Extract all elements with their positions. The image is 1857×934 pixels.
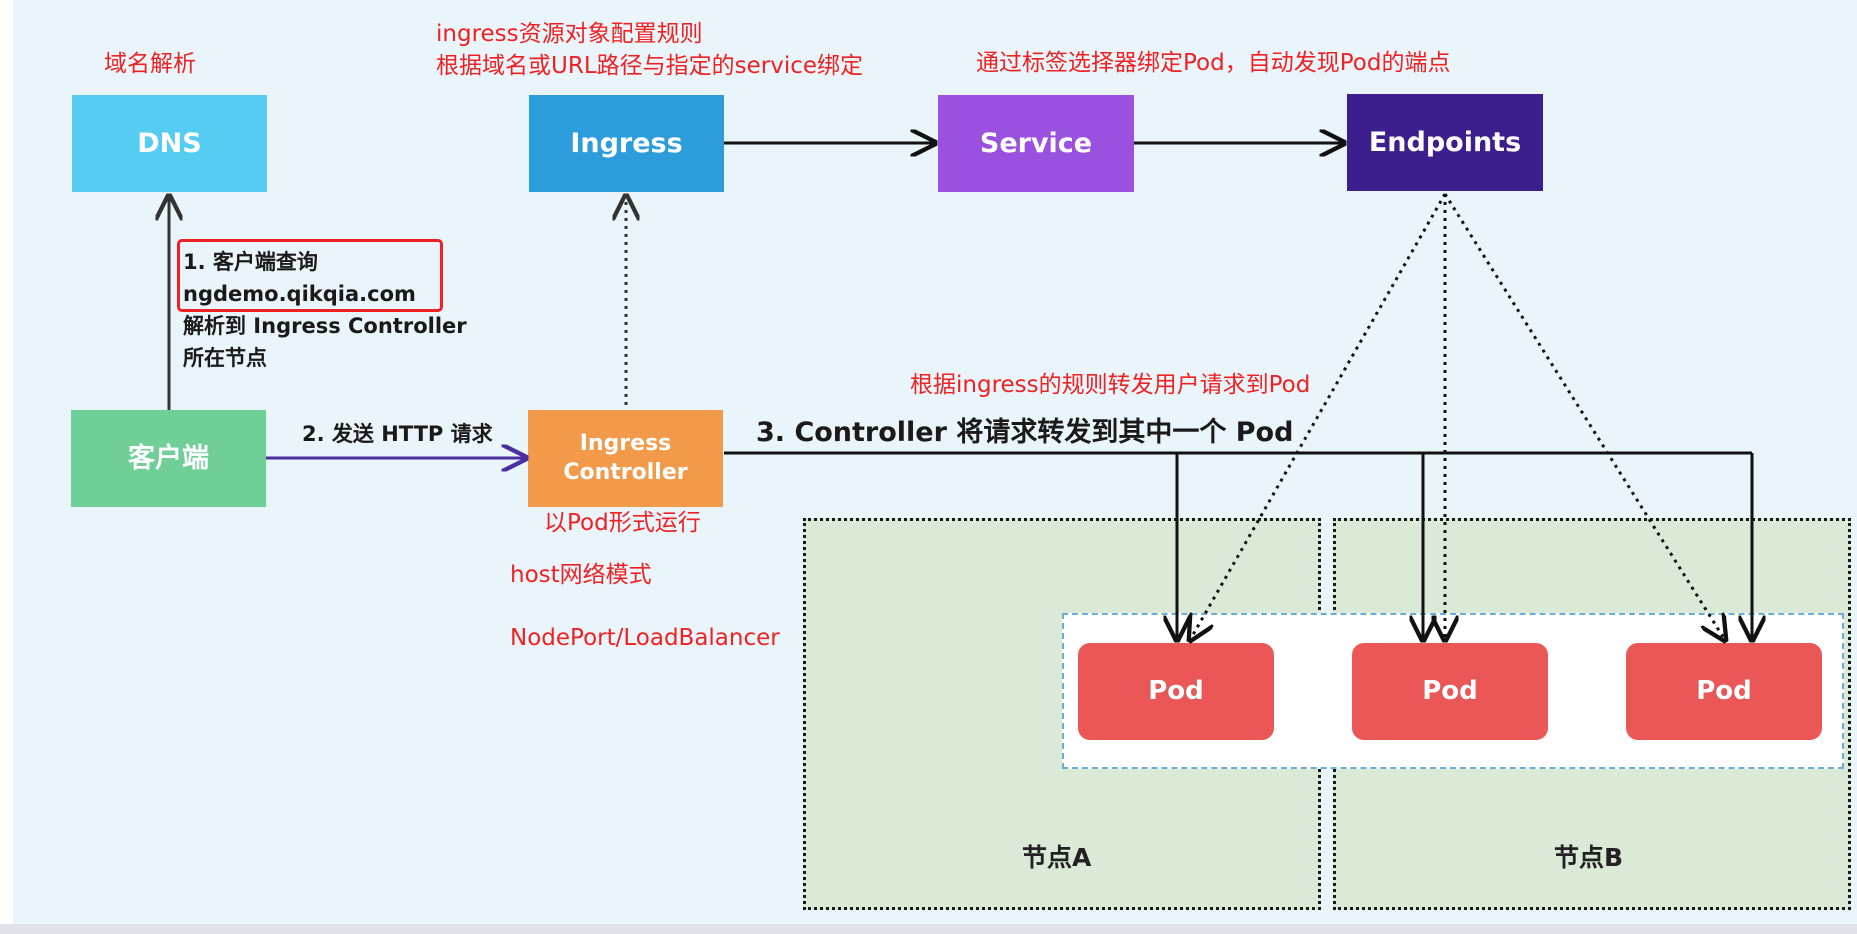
service-annotation: 通过标签选择器绑定Pod，自动发现Pod的端点 — [976, 50, 1451, 76]
service-box-label: Service — [979, 127, 1093, 159]
step1-text: 1. 客户端查询 ngdemo.qikqia.com 解析到 Ingress C… — [183, 246, 467, 374]
step1-line4: 所在节点 — [183, 346, 267, 370]
controller-annotation-nodeport: NodePort/LoadBalancer — [510, 625, 780, 651]
client-box[interactable]: 客户端 — [71, 410, 266, 507]
pod-box-2[interactable]: Pod — [1352, 643, 1548, 740]
endpoints-box-label: Endpoints — [1368, 126, 1522, 158]
step1-line1: 1. 客户端查询 — [183, 250, 318, 274]
pod-box-1-label: Pod — [1148, 675, 1204, 706]
dns-annotation: 域名解析 — [104, 51, 196, 77]
domain-highlight-box — [177, 239, 443, 312]
pod-box-2-label: Pod — [1422, 675, 1478, 706]
step1-line3: 解析到 Ingress Controller — [183, 314, 467, 338]
ingress-controller-box-label: Ingress Controller — [563, 430, 688, 485]
step1-line2: ngdemo.qikqia.com — [183, 282, 416, 306]
ingress-annotation-line1: ingress资源对象配置规则 — [436, 21, 703, 47]
ingress-box[interactable]: Ingress — [529, 95, 724, 192]
step2-text: 2. 发送 HTTP 请求 — [302, 422, 493, 446]
dns-box-label: DNS — [137, 127, 202, 159]
step3-text: 3. Controller 将请求转发到其中一个 Pod — [756, 417, 1294, 448]
node-b-label: 节点B — [1554, 843, 1624, 872]
ingress-controller-box[interactable]: Ingress Controller — [528, 410, 723, 507]
controller-annotation-host: host网络模式 — [510, 562, 652, 588]
ingress-box-label: Ingress — [570, 127, 683, 159]
bottom-strip — [0, 924, 1857, 934]
ingress-annotation-line2: 根据域名或URL路径与指定的service绑定 — [436, 53, 864, 79]
arrow-endpoints-to-pod-3 — [1443, 193, 1725, 640]
forward-annotation: 根据ingress的规则转发用户请求到Pod — [910, 372, 1311, 398]
client-box-label: 客户端 — [128, 442, 209, 474]
dns-box[interactable]: DNS — [72, 95, 267, 192]
service-box[interactable]: Service — [938, 95, 1134, 192]
arrow-endpoints-to-pod-1 — [1190, 193, 1447, 640]
pod-box-3[interactable]: Pod — [1626, 643, 1822, 740]
pod-box-3-label: Pod — [1696, 675, 1752, 706]
controller-annotation-pod: 以Pod形式运行 — [544, 510, 701, 536]
pod-box-1[interactable]: Pod — [1078, 643, 1274, 740]
node-a-label: 节点A — [1022, 843, 1092, 872]
endpoints-box[interactable]: Endpoints — [1347, 94, 1543, 191]
